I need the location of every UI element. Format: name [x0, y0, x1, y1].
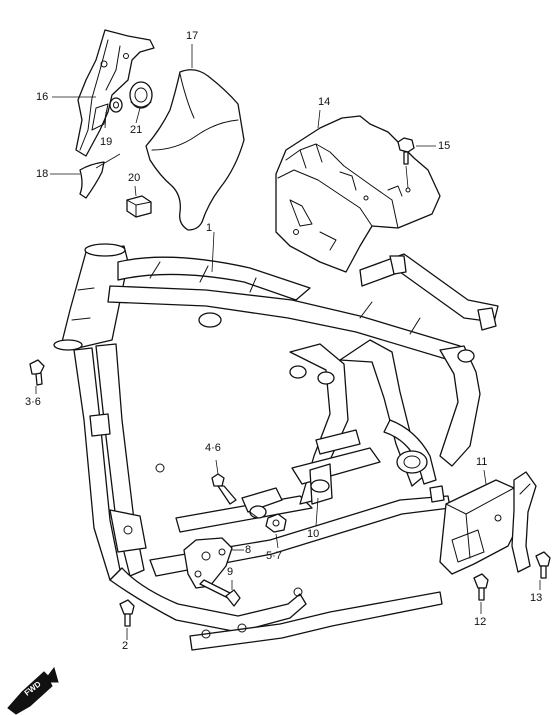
- main-frame-part-1[interactable]: [53, 243, 499, 651]
- ring-grommet-part-21[interactable]: [129, 81, 153, 109]
- callout-part-15[interactable]: 15: [438, 140, 451, 152]
- collar-part-10[interactable]: [249, 505, 267, 519]
- callout-part-13[interactable]: 13: [530, 592, 543, 604]
- side-cover-part-16[interactable]: [75, 29, 155, 157]
- bolt-part-13[interactable]: [535, 551, 551, 579]
- callout-part-5-7[interactable]: 5·7: [266, 550, 282, 562]
- callout-part-18[interactable]: 18: [36, 168, 49, 180]
- callout-part-10[interactable]: 10: [307, 528, 320, 540]
- bolt-part-4[interactable]: [211, 473, 237, 505]
- callout-part-21[interactable]: 21: [130, 124, 143, 136]
- callout-part-20[interactable]: 20: [128, 172, 141, 184]
- bolt-part-3[interactable]: [29, 359, 45, 386]
- forward-direction-arrow-icon: [7, 666, 59, 715]
- nut-part-5[interactable]: [265, 513, 287, 533]
- cover-shell-part-17[interactable]: [145, 69, 245, 231]
- callout-part-3-6[interactable]: 3·6: [25, 396, 41, 408]
- callout-part-11[interactable]: 11: [476, 456, 488, 468]
- trim-strip-part-18[interactable]: [79, 161, 105, 199]
- callout-part-1[interactable]: 1: [206, 222, 213, 234]
- callout-part-17[interactable]: 17: [186, 30, 199, 42]
- battery-holder-part-11[interactable]: [439, 471, 537, 575]
- grommet-part-19[interactable]: [109, 97, 123, 113]
- callout-part-4-6[interactable]: 4·6: [205, 442, 221, 454]
- mount-plate-part-8[interactable]: [183, 537, 233, 589]
- callout-part-12[interactable]: 12: [474, 616, 487, 628]
- callout-part-2[interactable]: 2: [122, 640, 129, 652]
- battery-box-part-14[interactable]: [275, 115, 441, 273]
- callout-part-8[interactable]: 8: [245, 544, 252, 556]
- bolt-part-2[interactable]: [119, 599, 135, 627]
- long-bolt-part-9[interactable]: [199, 579, 241, 607]
- callout-part-16[interactable]: 16: [36, 91, 49, 103]
- callout-part-14[interactable]: 14: [318, 96, 331, 108]
- bolt-part-12[interactable]: [473, 573, 489, 601]
- callout-part-19[interactable]: 19: [100, 136, 113, 148]
- rubber-block-part-20[interactable]: [126, 195, 152, 218]
- callout-part-9[interactable]: 9: [227, 566, 234, 578]
